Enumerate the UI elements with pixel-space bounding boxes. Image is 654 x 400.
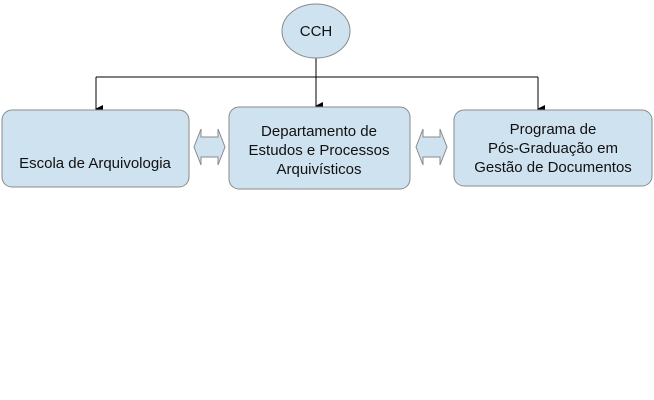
node-programa-line-3: Gestão de Documentos xyxy=(474,159,632,176)
double-arrow-departamento-programa xyxy=(415,128,448,166)
node-escola-shape xyxy=(1,109,190,188)
node-departamento: Departamento de Estudos e Processos Arqu… xyxy=(228,106,411,190)
connectors xyxy=(95,58,545,113)
node-escola-label: Escola de Arquivologia xyxy=(19,155,171,172)
node-cch-shape xyxy=(281,3,351,59)
node-cch-label: CCH xyxy=(300,23,333,40)
node-programa-line-2: Pós-Graduação em xyxy=(488,140,618,157)
node-programa-shape xyxy=(453,109,653,187)
node-programa-line-1: Programa de xyxy=(510,121,597,138)
node-programa-pos-graduacao: Programa de Pós-Graduação em Gestão de D… xyxy=(453,109,653,187)
node-departamento-line-1: Departamento de xyxy=(261,123,377,140)
node-departamento-shape xyxy=(228,106,411,190)
node-cch: CCH xyxy=(281,3,351,59)
double-arrow-escola-departamento xyxy=(193,128,226,166)
node-departamento-line-3: Arquivísticos xyxy=(276,161,361,178)
node-escola-arquivologia: Escola de Arquivologia xyxy=(1,109,190,188)
node-departamento-line-2: Estudos e Processos xyxy=(249,142,390,159)
